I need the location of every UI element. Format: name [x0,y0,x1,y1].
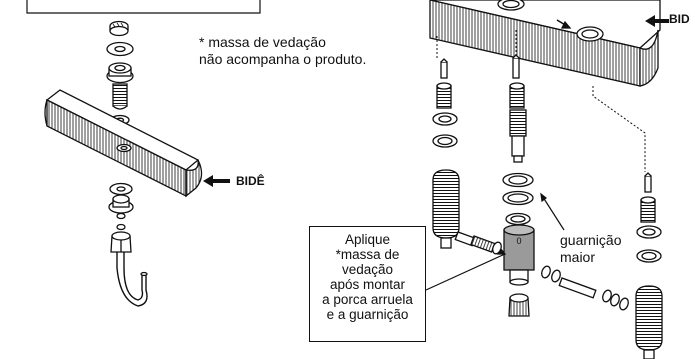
right-stack-a [432,58,502,255]
gasket-label: guarnição maior [560,232,622,265]
assembly-guide-lines [436,30,646,172]
inlet-pipe-left [454,231,502,255]
cartridge-part [509,109,527,163]
right-bidet-deck [429,0,661,87]
right-connector-chain [541,265,629,311]
apply-sealant-callout: Aplique *massa de vedação após montar a … [309,226,426,342]
arrow-bide-right [645,15,669,27]
top-frame-fragment [26,0,261,14]
right-stack-b: 0 [502,54,535,317]
sealant-note: * massa de vedação não acompanha o produ… [199,34,367,67]
valve-body-right [635,285,663,359]
outlet-nut [508,293,530,317]
washer-part [106,41,134,57]
cap-part [109,20,129,37]
left-parts-stack [106,20,134,126]
svg-text:0: 0 [516,236,521,246]
arrow-bide-left [203,175,230,187]
callout-leaders [425,192,565,291]
left-lower-stack [108,182,148,307]
drain-hose [116,252,148,307]
right-stack-c [635,172,663,359]
valve-body-left [432,169,460,249]
bide-label-left: BIDÊ [236,174,265,188]
flange-nut-part [106,62,134,84]
mixing-tee-body: 0 [503,224,535,286]
left-bidet-deck [44,89,203,198]
threaded-bolt-part [112,83,128,110]
bide-label-right: BID [669,12,690,26]
